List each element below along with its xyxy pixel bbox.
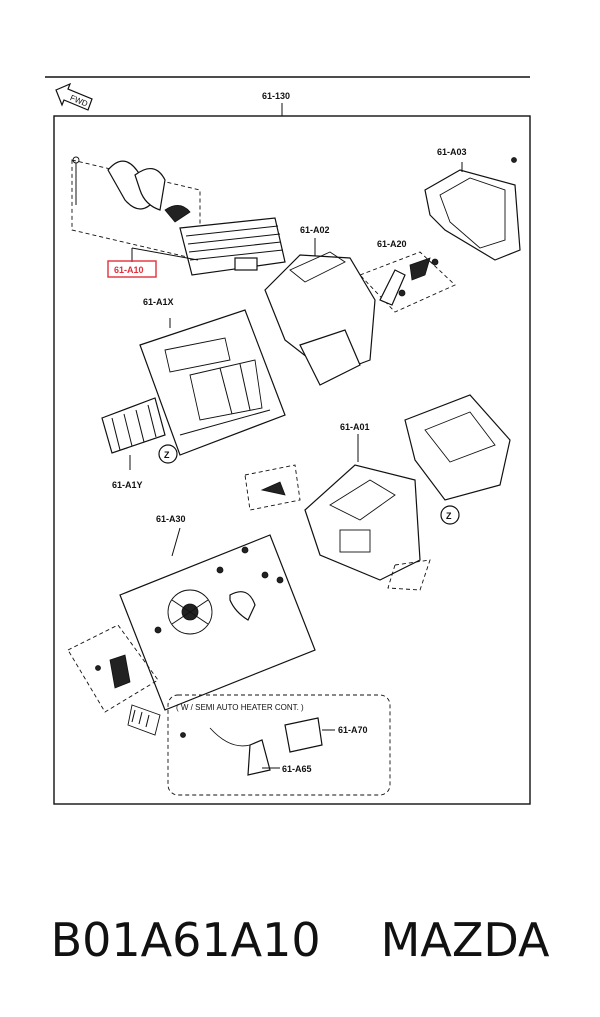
z-marker-right: Z (440, 505, 460, 525)
diagram-frame (53, 115, 531, 805)
label-61-a30: 61-A30 (156, 514, 186, 524)
case-61-a02 (264, 238, 376, 386)
filter-61-a1y (101, 397, 166, 470)
label-61-a1y: 61-A1Y (112, 480, 143, 490)
label-61-a1x: 61-A1X (143, 297, 174, 307)
heater-core-group (71, 156, 286, 276)
exploded-parts-diagram: FWD 61-130 61-A10 (45, 76, 531, 805)
assembly-ref-label: 61-130 (262, 91, 290, 101)
mode-door-parts-61-a30 (119, 527, 316, 711)
part-number: B01A61A10 (50, 913, 321, 967)
highlighted-part-callout: 61-A10 (107, 260, 157, 278)
option-note: ( W / SEMI AUTO HEATER CONT. ) (176, 703, 304, 712)
highlighted-part-label: 61-A10 (114, 265, 144, 275)
label-61-a02: 61-A02 (300, 225, 330, 235)
label-61-a65: 61-A65 (282, 764, 312, 774)
z-marker-left-text: Z (164, 450, 170, 460)
z-marker-left: Z (158, 444, 178, 464)
label-61-a01: 61-A01 (340, 422, 370, 432)
label-61-a20: 61-A20 (377, 239, 407, 249)
option-box: ( W / SEMI AUTO HEATER CONT. ) (167, 694, 391, 796)
link-parts-61-a20 (359, 251, 456, 313)
blower-assembly-61-a1x (139, 309, 286, 456)
forward-arrow-icon: FWD (55, 82, 93, 111)
caption: B01A61A10 MAZDA (0, 900, 600, 980)
highlight-box (107, 260, 157, 278)
heater-unit-61-a01 (244, 394, 511, 591)
label-61-a70: 61-A70 (338, 725, 368, 735)
z-marker-right-text: Z (446, 511, 452, 521)
label-61-a03: 61-A03 (437, 147, 467, 157)
brand-name: MAZDA (380, 913, 550, 967)
duct-61-a03 (424, 157, 521, 261)
actuator-detail (67, 624, 161, 736)
